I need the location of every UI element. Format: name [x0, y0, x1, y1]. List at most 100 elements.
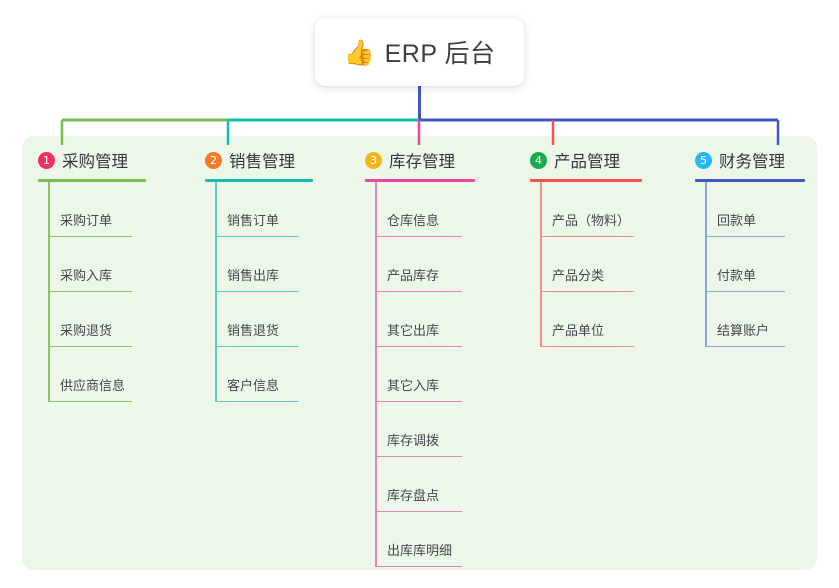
branch-title: 销售管理 — [229, 153, 295, 171]
leaf-item-rule — [50, 345, 132, 347]
leaf-item-label: 出库库明细 — [387, 543, 453, 558]
leaf-item-label: 产品（物料） — [552, 213, 631, 228]
branch-number-badge: 4 — [530, 151, 547, 169]
branch-header-1[interactable]: 1 采购管理 — [38, 148, 146, 172]
leaf-item-rule — [217, 290, 299, 292]
branch-title: 采购管理 — [62, 153, 128, 171]
leaf-item-label: 销售退货 — [227, 323, 280, 338]
branch-spine — [375, 182, 377, 567]
branches-panel — [22, 136, 817, 570]
branch-spine — [48, 182, 50, 402]
leaf-item-label: 采购退货 — [60, 323, 113, 338]
leaf-item-rule — [217, 235, 299, 237]
leaf-item-label: 库存盘点 — [387, 488, 440, 503]
leaf-item[interactable]: 采购订单 — [38, 182, 146, 237]
branch-number-badge: 5 — [695, 151, 712, 169]
branch-title: 库存管理 — [389, 153, 455, 171]
leaf-item[interactable]: 仓库信息 — [365, 182, 475, 237]
leaf-item[interactable]: 产品（物料） — [530, 182, 642, 237]
leaf-item[interactable]: 采购退货 — [38, 292, 146, 347]
branch-column-5[interactable]: 5 财务管理回款单付款单结算账户 — [695, 148, 805, 347]
leaf-item[interactable]: 销售订单 — [205, 182, 313, 237]
leaf-item[interactable]: 回款单 — [695, 182, 805, 237]
branch-header-rule — [530, 179, 642, 182]
leaf-item-rule — [50, 400, 132, 402]
leaf-item[interactable]: 其它入库 — [365, 347, 475, 402]
leaf-item-rule — [217, 400, 299, 402]
leaf-item-label: 结算账户 — [717, 323, 770, 338]
branch-header-5[interactable]: 5 财务管理 — [695, 148, 805, 172]
branch-column-3[interactable]: 3 库存管理仓库信息产品库存其它出库其它入库库存调拨库存盘点出库库明细 — [365, 148, 475, 567]
leaf-item-label: 库存调拨 — [387, 433, 440, 448]
leaf-item-rule — [377, 565, 462, 567]
branch-header-rule — [205, 179, 313, 182]
branch-number-badge: 1 — [38, 151, 55, 169]
branch-title: 财务管理 — [719, 153, 785, 171]
branch-spine — [540, 182, 542, 347]
leaf-item[interactable]: 库存盘点 — [365, 457, 475, 512]
branch-header-rule — [695, 179, 805, 182]
leaf-item-label: 销售出库 — [227, 268, 280, 283]
branch-item-list: 采购订单采购入库采购退货供应商信息 — [38, 182, 146, 402]
leaf-item[interactable]: 采购入库 — [38, 237, 146, 292]
branch-item-list: 产品（物料） 产品分类产品单位 — [530, 182, 642, 347]
leaf-item-rule — [50, 290, 132, 292]
leaf-item[interactable]: 结算账户 — [695, 292, 805, 347]
leaf-item[interactable]: 出库库明细 — [365, 512, 475, 567]
leaf-item-rule — [377, 290, 462, 292]
leaf-item-label: 回款单 — [717, 213, 757, 228]
leaf-item-label: 仓库信息 — [387, 213, 440, 228]
leaf-item-rule — [542, 290, 634, 292]
leaf-item-label: 采购订单 — [60, 213, 113, 228]
leaf-item-rule — [50, 235, 132, 237]
leaf-item-label: 客户信息 — [227, 378, 280, 393]
branch-spine — [215, 182, 217, 402]
leaf-item[interactable]: 客户信息 — [205, 347, 313, 402]
leaf-item-rule — [707, 235, 785, 237]
leaf-item[interactable]: 销售出库 — [205, 237, 313, 292]
branch-number-badge: 2 — [205, 151, 222, 169]
leaf-item[interactable]: 产品单位 — [530, 292, 642, 347]
leaf-item[interactable]: 其它出库 — [365, 292, 475, 347]
leaf-item-label: 产品库存 — [387, 268, 440, 283]
leaf-item[interactable]: 库存调拨 — [365, 402, 475, 457]
branch-item-list: 仓库信息产品库存其它出库其它入库库存调拨库存盘点出库库明细 — [365, 182, 475, 567]
branch-title: 产品管理 — [554, 153, 620, 171]
branch-item-list: 销售订单销售出库销售退货客户信息 — [205, 182, 313, 402]
root-node-title: ERP 后台 — [384, 40, 496, 68]
leaf-item[interactable]: 产品分类 — [530, 237, 642, 292]
branch-header-2[interactable]: 2 销售管理 — [205, 148, 313, 172]
leaf-item[interactable]: 销售退货 — [205, 292, 313, 347]
leaf-item-rule — [377, 510, 462, 512]
leaf-item-rule — [377, 345, 462, 347]
branch-header-3[interactable]: 3 库存管理 — [365, 148, 475, 172]
leaf-item-rule — [707, 345, 785, 347]
leaf-item-rule — [377, 235, 462, 237]
leaf-item-label: 付款单 — [717, 268, 757, 283]
branch-column-2[interactable]: 2 销售管理销售订单销售出库销售退货客户信息 — [205, 148, 313, 402]
branch-column-4[interactable]: 4 产品管理产品（物料） 产品分类产品单位 — [530, 148, 642, 347]
leaf-item-label: 其它入库 — [387, 378, 440, 393]
leaf-item-rule — [377, 455, 462, 457]
root-node-content: 👍 ERP 后台 — [343, 34, 495, 70]
leaf-item[interactable]: 付款单 — [695, 237, 805, 292]
leaf-item[interactable]: 产品库存 — [365, 237, 475, 292]
leaf-item-label: 供应商信息 — [60, 378, 126, 393]
branch-number-badge: 3 — [365, 151, 382, 169]
leaf-item-rule — [542, 345, 634, 347]
branch-column-1[interactable]: 1 采购管理采购订单采购入库采购退货供应商信息 — [38, 148, 146, 402]
leaf-item-label: 采购入库 — [60, 268, 113, 283]
leaf-item-rule — [542, 235, 634, 237]
thumbs-up-icon: 👍 — [343, 37, 375, 67]
leaf-item-rule — [377, 400, 462, 402]
leaf-item-rule — [707, 290, 785, 292]
leaf-item[interactable]: 供应商信息 — [38, 347, 146, 402]
branch-header-4[interactable]: 4 产品管理 — [530, 148, 642, 172]
branch-header-rule — [38, 179, 146, 182]
root-node-erp-backend[interactable]: 👍 ERP 后台 — [315, 18, 524, 86]
leaf-item-label: 产品分类 — [552, 268, 605, 283]
branch-spine — [705, 182, 707, 347]
branch-item-list: 回款单付款单结算账户 — [695, 182, 805, 347]
leaf-item-rule — [217, 345, 299, 347]
